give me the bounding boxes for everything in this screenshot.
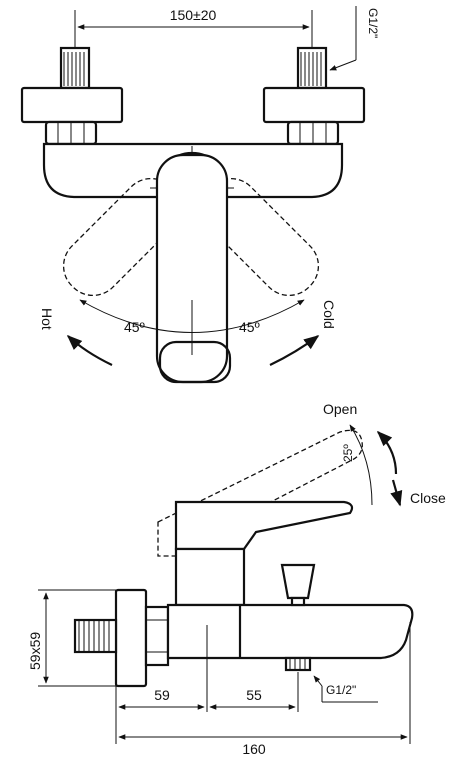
cold-arrow [269,335,320,366]
flange-side [114,588,148,688]
inlet-thread-right [296,46,328,90]
flange-right [262,86,366,124]
dim-55-label: 55 [246,687,262,703]
angle-left-label: 45º [124,319,145,335]
lever-side [174,500,354,551]
hot-label: Hot [39,308,55,330]
diverter-knob [280,563,316,600]
diverter-stem [290,596,306,607]
hot-arrow [66,334,113,366]
spacing-dimension: 150±20 [74,7,313,52]
top-view: 150±20 G1/2" [20,6,380,384]
lever-tip [158,340,232,384]
tilt-angle-label: 25º [341,444,355,462]
tilt-arc [349,424,373,506]
flange-dim-label: 59x59 [27,632,43,670]
bracket-side [144,605,170,667]
spacing-dim-label: 150±20 [170,7,217,23]
cartridge-column [174,547,246,607]
angle-right-label: 45º [239,319,260,335]
open-label: Open [323,401,357,417]
outlet-thread [284,656,312,672]
open-arrow [376,430,398,475]
lever-open-position [157,429,363,557]
thread-callout-top: G1/2" [329,6,380,71]
inlet-thread-side [73,618,118,654]
dim-160-label: 160 [242,741,266,757]
inlet-thread-left [59,46,91,90]
close-arrow [390,479,403,507]
nut-left [44,120,98,146]
thread-label-top: G1/2" [366,8,380,38]
side-view: Open Close 25º [27,401,446,757]
thread-callout-bottom: G1/2" [313,675,378,703]
flange-dimension: 59x59 [27,589,116,687]
dimension-55: 55 [209,687,296,710]
dimension-59: 59 [118,687,205,710]
cold-label: Cold [321,300,337,329]
thread-label-bottom: G1/2" [326,683,356,697]
dimension-160: 160 [118,734,408,757]
nut-right [286,120,340,146]
close-label: Close [410,490,446,506]
body-and-spout [166,603,414,660]
flange-left [20,86,124,124]
dim-59-label: 59 [154,687,170,703]
